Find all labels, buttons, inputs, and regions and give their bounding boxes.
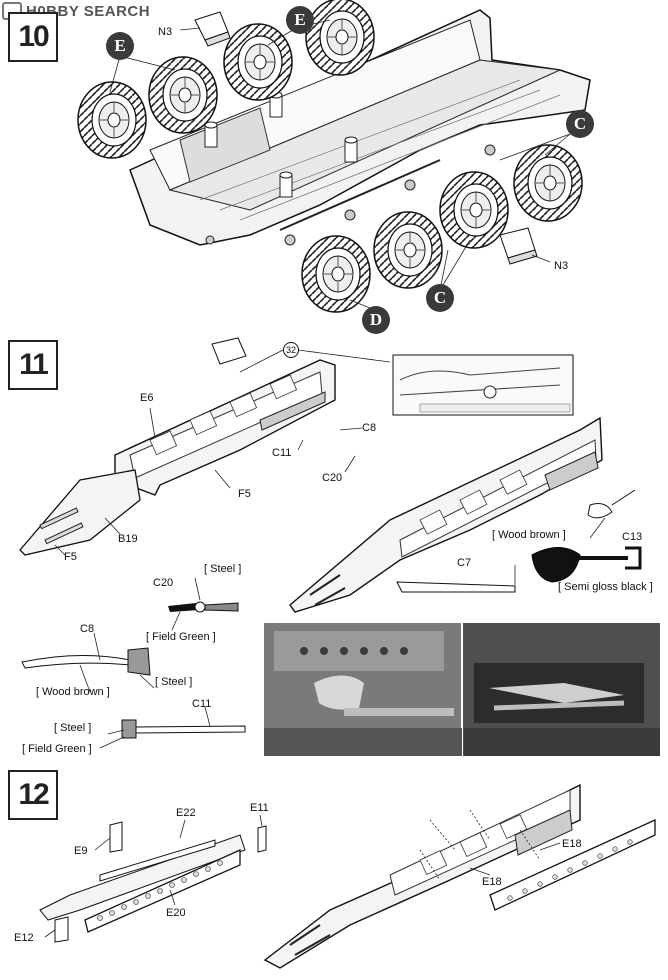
step-number-11: 11 xyxy=(8,340,58,390)
label-c11-detail: C11 xyxy=(192,698,212,710)
label-c11: C11 xyxy=(272,447,292,459)
wheel-c-right-1 xyxy=(513,144,583,222)
c7-handle xyxy=(396,581,516,593)
label-paint-wood-brown-shovel: [ Wood brown ] xyxy=(492,529,566,541)
label-circle-e-top: E xyxy=(286,6,314,34)
label-circle-c-bottom: C xyxy=(426,284,454,312)
label-n3-top: N3 xyxy=(158,26,173,38)
step11-callout-box xyxy=(392,354,574,416)
step12-right-assembly xyxy=(263,783,656,969)
label-paint-steel-c8: [ Steel ] xyxy=(155,676,193,688)
wheel-c-right-2 xyxy=(439,171,509,249)
label-paint-steel-c20: [ Steel ] xyxy=(204,563,242,575)
label-paint-wood-brown-c8: [ Wood brown ] xyxy=(36,686,110,698)
c8-detail xyxy=(21,647,151,676)
label-e20: E20 xyxy=(166,907,186,919)
label-e18-a: E18 xyxy=(562,838,582,850)
step12-left-assembly xyxy=(39,821,267,943)
step11-side-panel-lower xyxy=(289,416,603,613)
label-circle-e-left: E xyxy=(106,32,134,60)
label-c20-detail: C20 xyxy=(153,577,174,589)
label-callout-32: 32 xyxy=(283,342,299,358)
shovel-detail xyxy=(531,546,642,583)
wheel-c-bottom xyxy=(373,211,443,289)
label-f5-right: F5 xyxy=(238,488,251,500)
label-c8-detail: C8 xyxy=(80,623,95,635)
label-b19: B19 xyxy=(118,533,138,545)
label-c13: C13 xyxy=(622,531,643,543)
label-c8: C8 xyxy=(362,422,377,434)
label-e18-b: E18 xyxy=(482,876,502,888)
reference-photo xyxy=(264,623,660,756)
label-e6: E6 xyxy=(140,392,154,404)
step10-chassis xyxy=(129,9,591,246)
c20-detail xyxy=(168,601,239,613)
c11-detail xyxy=(121,719,246,739)
step10-n3-parts xyxy=(194,11,538,265)
label-paint-semi-gloss-black: [ Semi gloss black ] xyxy=(558,581,653,593)
label-circle-c-right: C xyxy=(566,110,594,138)
label-n3-bottom: N3 xyxy=(554,260,569,272)
label-paint-field-green-c20: [ Field Green ] xyxy=(146,631,216,643)
label-e9: E9 xyxy=(74,845,88,857)
step-number-10: 10 xyxy=(8,12,58,62)
wheel-e-top-2 xyxy=(305,0,375,76)
label-c7: C7 xyxy=(457,557,472,569)
label-c20: C20 xyxy=(322,472,343,484)
wheel-e-left-1 xyxy=(77,81,147,159)
step11-side-panel-upper xyxy=(19,359,336,556)
label-paint-steel-c11: [ Steel ] xyxy=(54,722,92,734)
label-e12: E12 xyxy=(14,932,34,944)
step11-part-icon xyxy=(211,337,247,365)
wheel-e-top-1 xyxy=(223,23,293,101)
label-e22: E22 xyxy=(176,807,196,819)
label-paint-field-green-c11: [ Field Green ] xyxy=(22,743,92,755)
label-f5-left: F5 xyxy=(64,551,77,563)
label-e11: E11 xyxy=(250,802,269,814)
wheel-d-bottom xyxy=(301,235,371,313)
wheel-e-left-2 xyxy=(148,56,218,134)
step-number-12: 12 xyxy=(8,770,58,820)
label-circle-d-bottom: D xyxy=(362,306,390,334)
